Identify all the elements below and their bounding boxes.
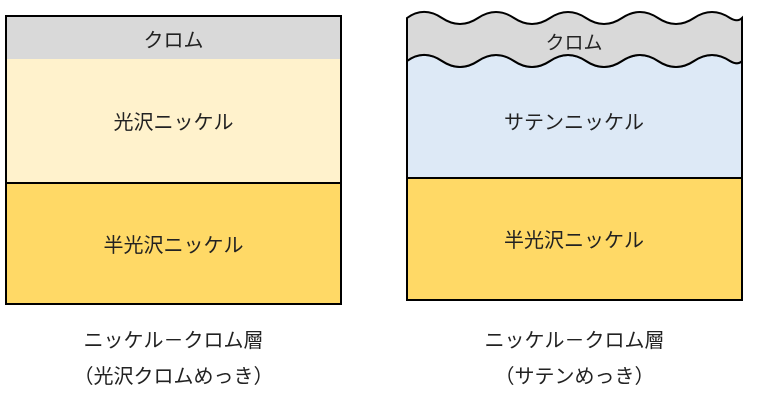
left-semi-bright-nickel-label: 半光沢ニッケル bbox=[103, 233, 244, 257]
left-semi-bright-nickel-layer: 半光沢ニッケル bbox=[5, 182, 342, 305]
left-chrome-label: クロム bbox=[143, 27, 204, 52]
left-caption-title: ニッケル－クロム層 bbox=[83, 328, 264, 352]
right-semi-bright-nickel-layer bbox=[406, 177, 743, 301]
left-bright-nickel-layer: 光沢ニッケル bbox=[5, 59, 342, 184]
right-semi-bright-nickel-label: 半光沢ニッケル bbox=[504, 228, 644, 252]
right-caption-subtitle: （サテンめっき） bbox=[494, 364, 655, 388]
right-satin-nickel-label: サテンニッケル bbox=[504, 110, 644, 134]
satin-plating-diagram: クロム サテンニッケル 半光沢ニッケル bbox=[406, 11, 743, 301]
right-chrome-label: クロム bbox=[545, 32, 602, 54]
left-caption-subtitle: （光沢クロムめっき） bbox=[73, 364, 274, 388]
right-chrome-layer bbox=[406, 11, 743, 68]
left-bright-nickel-label: 光沢ニッケル bbox=[113, 110, 234, 134]
right-caption-title: ニッケル－クロム層 bbox=[484, 328, 665, 352]
left-chrome-layer: クロム bbox=[5, 15, 342, 61]
